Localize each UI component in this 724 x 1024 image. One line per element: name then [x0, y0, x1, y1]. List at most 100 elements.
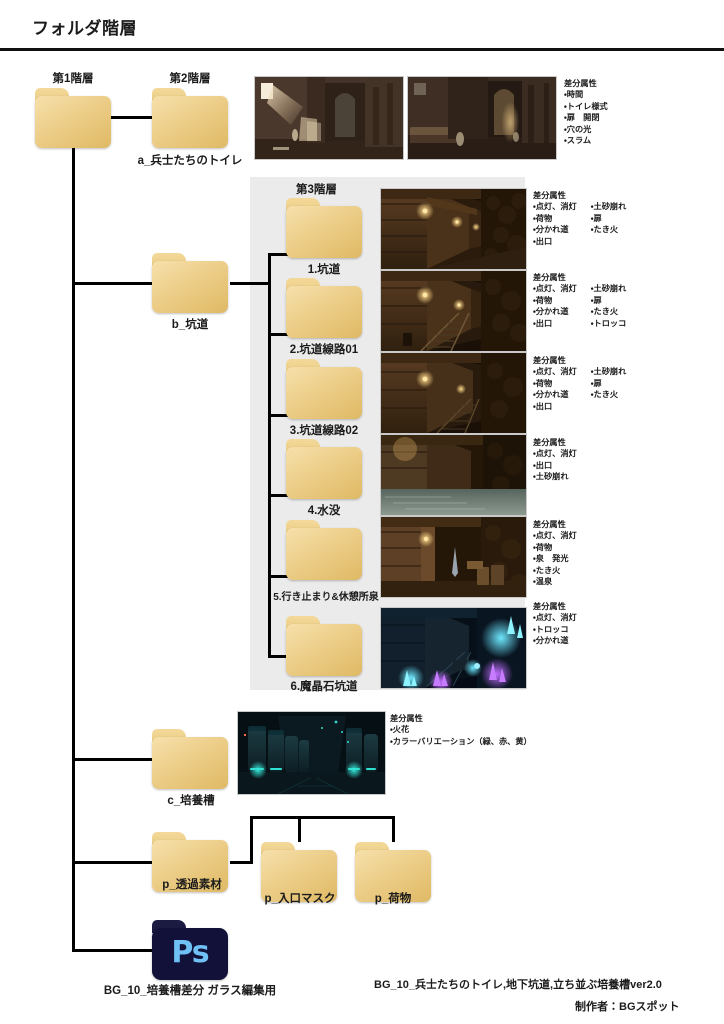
folder-label-tier3-1: 1.坑道 [307, 264, 341, 276]
attributes-title: 差分属性 [533, 356, 566, 365]
folder-label-p-luggage: p_荷物 [374, 893, 412, 905]
attribute-item: ・温泉 [533, 577, 553, 587]
folder-photoshop-file[interactable]: Ps [152, 920, 228, 980]
attribute-item: ・荷物 [533, 295, 553, 305]
folder-icon-body [286, 206, 362, 258]
folder-icon-body [152, 261, 228, 313]
attributes-title: 差分属性 [564, 79, 597, 88]
thumbnail-mine-5[interactable] [380, 516, 527, 598]
attribute-item: ・たき火 [590, 225, 619, 235]
thumbnail-mine-1[interactable] [380, 188, 527, 270]
attribute-item: ・扉 開閉 [564, 113, 600, 123]
thumbnail-toilet-2-image [408, 77, 556, 159]
attributes-mine-6: 差分属性 ・点灯、消灯・トロッコ・分かれ道 [533, 601, 591, 647]
thumbnail-tank[interactable] [237, 711, 386, 795]
folder-root[interactable] [35, 88, 111, 148]
folder-label-a-toilet: a_兵士たちのトイレ [137, 155, 243, 167]
attributes-mine-2: 差分属性 ・点灯、消灯・荷物・分かれ道・出口 ・土砂崩れ・扉・たき火・トロッコ [533, 272, 626, 329]
attribute-item: ・時間 [564, 90, 584, 100]
attributes-mine-5: 差分属性 ・点灯、消灯・荷物・泉 発光・たき火・温泉 [533, 519, 591, 587]
thumbnail-mine-5-image [381, 517, 526, 597]
connector-tier3-branch-6 [268, 655, 294, 658]
attributes-tank: 差分属性 ・火花・カラーバリエーション（緑、赤、黄） [390, 713, 546, 747]
attribute-item: ・トロッコ [533, 624, 569, 634]
page-title: フォルダ階層 [32, 19, 137, 38]
attribute-item: ・たき火 [590, 307, 619, 317]
attribute-item: ・分かれ道 [533, 390, 569, 400]
thumbnail-toilet-1-image [255, 77, 403, 159]
attributes-title: 差分属性 [533, 602, 566, 611]
folder-label-photoshop-file: BG_10_培養槽差分 ガラス編集用 [103, 985, 277, 997]
thumbnail-mine-3[interactable] [380, 352, 527, 434]
folder-tier3-4[interactable] [286, 439, 362, 499]
folder-icon-body [286, 447, 362, 499]
ps-glyph: Ps [171, 935, 209, 970]
attribute-item: ・スラム [564, 136, 592, 146]
attributes-title: 差分属性 [533, 191, 566, 200]
attribute-item: ・火花 [390, 725, 410, 735]
photoshop-folder-icon-body: Ps [152, 928, 228, 980]
attributes-toilet: 差分属性 ・時間・トイレ様式・扉 開閉・穴の光・スラム [564, 78, 622, 146]
attribute-item: ・分かれ道 [533, 307, 569, 317]
thumbnail-toilet-2[interactable] [407, 76, 557, 160]
folder-icon-body [152, 840, 228, 892]
attributes-col-1: ・火花・カラーバリエーション（緑、赤、黄） [390, 724, 532, 747]
attributes-title: 差分属性 [533, 273, 566, 282]
attributes-col-2: ・土砂崩れ・扉・たき火・トロッコ [591, 283, 627, 329]
folder-icon-body [286, 528, 362, 580]
attribute-item: ・点灯、消灯 [533, 284, 577, 294]
thumbnail-mine-2-image [381, 271, 526, 351]
connector-p-drop-luggage [392, 816, 395, 842]
attributes-col-1: ・点灯、消灯・荷物・分かれ道・出口 [533, 283, 577, 329]
folder-c-tank[interactable] [152, 729, 228, 789]
attributes-mine-1: 差分属性 ・点灯、消灯・荷物・分かれ道・出口 ・土砂崩れ・扉・たき火 [533, 190, 626, 247]
folder-b-mine[interactable] [152, 253, 228, 313]
folder-tier3-3[interactable] [286, 359, 362, 419]
thumbnail-mine-4[interactable] [380, 434, 527, 516]
folder-label-tier3-2: 2.坑道線路01 [289, 344, 359, 356]
connector-trunk-to-psfile [72, 949, 154, 952]
attribute-item: ・荷物 [533, 542, 553, 552]
thumbnail-toilet-1[interactable] [254, 76, 404, 160]
folder-icon-body [286, 367, 362, 419]
attributes-col-1: ・点灯、消灯・荷物・泉 発光・たき火・温泉 [533, 530, 577, 587]
attribute-item: ・カラーバリエーション（緑、赤、黄） [390, 736, 532, 746]
connector-tier3-branch-1 [268, 253, 294, 256]
attribute-item: ・点灯、消灯 [533, 613, 577, 623]
folder-label-tier3-4: 4.水没 [307, 505, 341, 517]
folder-a-toilet[interactable] [152, 88, 228, 148]
attributes-title: 差分属性 [533, 520, 566, 529]
folder-icon-body [152, 737, 228, 789]
folder-tier3-2[interactable] [286, 278, 362, 338]
folder-tier3-6[interactable] [286, 616, 362, 676]
attribute-item: ・荷物 [533, 213, 553, 223]
attribute-item: ・トロッコ [590, 318, 627, 328]
attribute-item: ・荷物 [533, 378, 553, 388]
thumbnail-mine-6[interactable] [380, 607, 527, 689]
connector-tier3-branch-2 [268, 333, 294, 336]
attributes-title: 差分属性 [533, 438, 566, 447]
connector-b-to-tier3 [230, 282, 270, 285]
attribute-item: ・分かれ道 [533, 225, 569, 235]
folder-icon-body [261, 850, 337, 902]
attribute-item: ・出口 [533, 401, 553, 411]
folder-p-entrance-mask[interactable] [261, 842, 337, 902]
attributes-col-1: ・時間・トイレ様式・扉 開閉・穴の光・スラム [564, 89, 608, 146]
folder-p-luggage[interactable] [355, 842, 431, 902]
attribute-item: ・点灯、消灯 [533, 202, 577, 212]
connector-trunk-to-c [72, 758, 154, 761]
folder-icon-body [355, 850, 431, 902]
attributes-col-1: ・点灯、消灯・荷物・分かれ道・出口 [533, 201, 577, 247]
attributes-col-2: ・土砂崩れ・扉・たき火 [591, 201, 627, 247]
thumbnail-mine-2[interactable] [380, 270, 527, 352]
folder-label-p-entrance-mask: p_入口マスク [264, 893, 336, 905]
attributes-col-1: ・点灯、消灯・出口・土砂崩れ [533, 448, 577, 482]
attributes-col-2: ・土砂崩れ・扉・たき火 [591, 366, 627, 412]
folder-tier3-1[interactable] [286, 198, 362, 258]
attribute-item: ・点灯、消灯 [533, 531, 577, 541]
folder-tier3-5[interactable] [286, 520, 362, 580]
attribute-item: ・出口 [533, 460, 553, 470]
folder-icon-body [286, 624, 362, 676]
attribute-item: ・泉 発光 [533, 554, 569, 564]
folder-p-transparent[interactable] [152, 832, 228, 892]
